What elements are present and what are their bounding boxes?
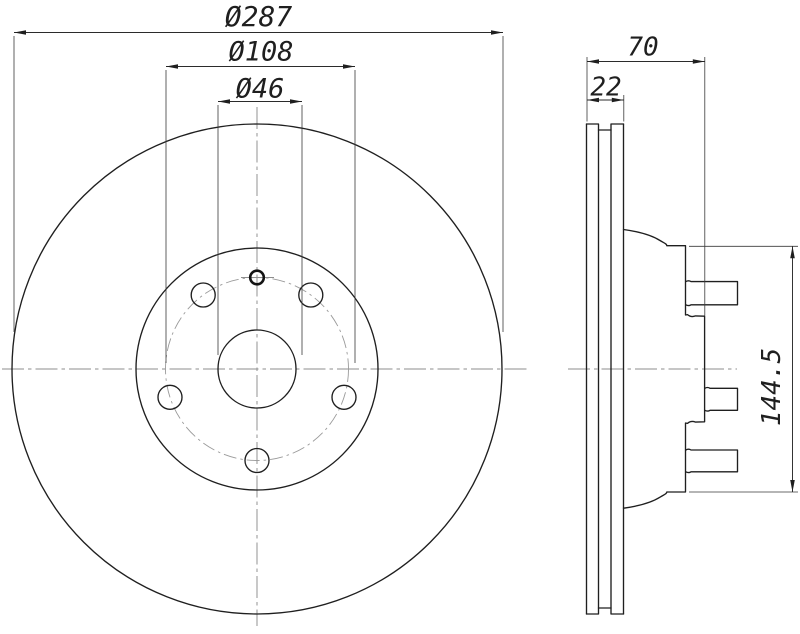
wheel-stud-lower	[685, 448, 739, 474]
arrow-down-icon	[790, 480, 795, 492]
hub-flange-circle	[135, 247, 379, 491]
arrow-left-icon	[14, 30, 26, 35]
hub-hat-outline	[622, 228, 706, 509]
arrow-left-icon	[587, 97, 599, 103]
bolt-hole	[244, 447, 270, 474]
dimension-outer-diameter: Ø287	[13, 0, 504, 332]
arrow-left-icon	[218, 99, 230, 104]
front-view	[2, 107, 528, 626]
dimension-flange-diameter: 144.5	[689, 245, 798, 493]
bolt-hole	[331, 384, 357, 410]
dimension-center-bore: Ø46	[217, 74, 303, 355]
wheel-stud-upper	[685, 280, 739, 307]
bolt-hole	[157, 384, 183, 410]
dimension-total-width: 70	[586, 33, 706, 316]
dimension-disc-thickness: 22	[587, 73, 625, 122]
arrow-right-icon	[611, 97, 624, 103]
bolt-hole	[190, 282, 216, 308]
dim-outer-diameter-label: Ø287	[225, 0, 293, 33]
dim-flange-diameter-label: 144.5	[757, 348, 787, 426]
dim-center-bore-label: Ø46	[236, 74, 285, 105]
arrow-left-icon	[166, 64, 178, 69]
side-view	[568, 123, 739, 615]
outer-circle	[11, 123, 503, 615]
dim-total-width-label: 70	[627, 33, 658, 63]
arrow-right-icon	[290, 99, 302, 104]
bolt-hole	[298, 282, 324, 308]
dim-bolt-circle-label: Ø108	[228, 37, 293, 68]
wheel-stud-middle	[704, 386, 739, 412]
dim-disc-thickness-label: 22	[590, 73, 621, 103]
disc-bottom-edge	[585, 607, 625, 615]
disc-top-edge	[585, 123, 625, 131]
arrow-left-icon	[587, 59, 599, 64]
locating-pin-hole	[248, 269, 266, 286]
arrow-right-icon	[491, 30, 503, 35]
arrow-right-icon	[343, 64, 355, 69]
dimension-bolt-circle: Ø108	[165, 37, 356, 363]
arrow-right-icon	[692, 59, 705, 64]
center-bore-circle	[217, 329, 297, 409]
arrow-up-icon	[790, 246, 795, 259]
